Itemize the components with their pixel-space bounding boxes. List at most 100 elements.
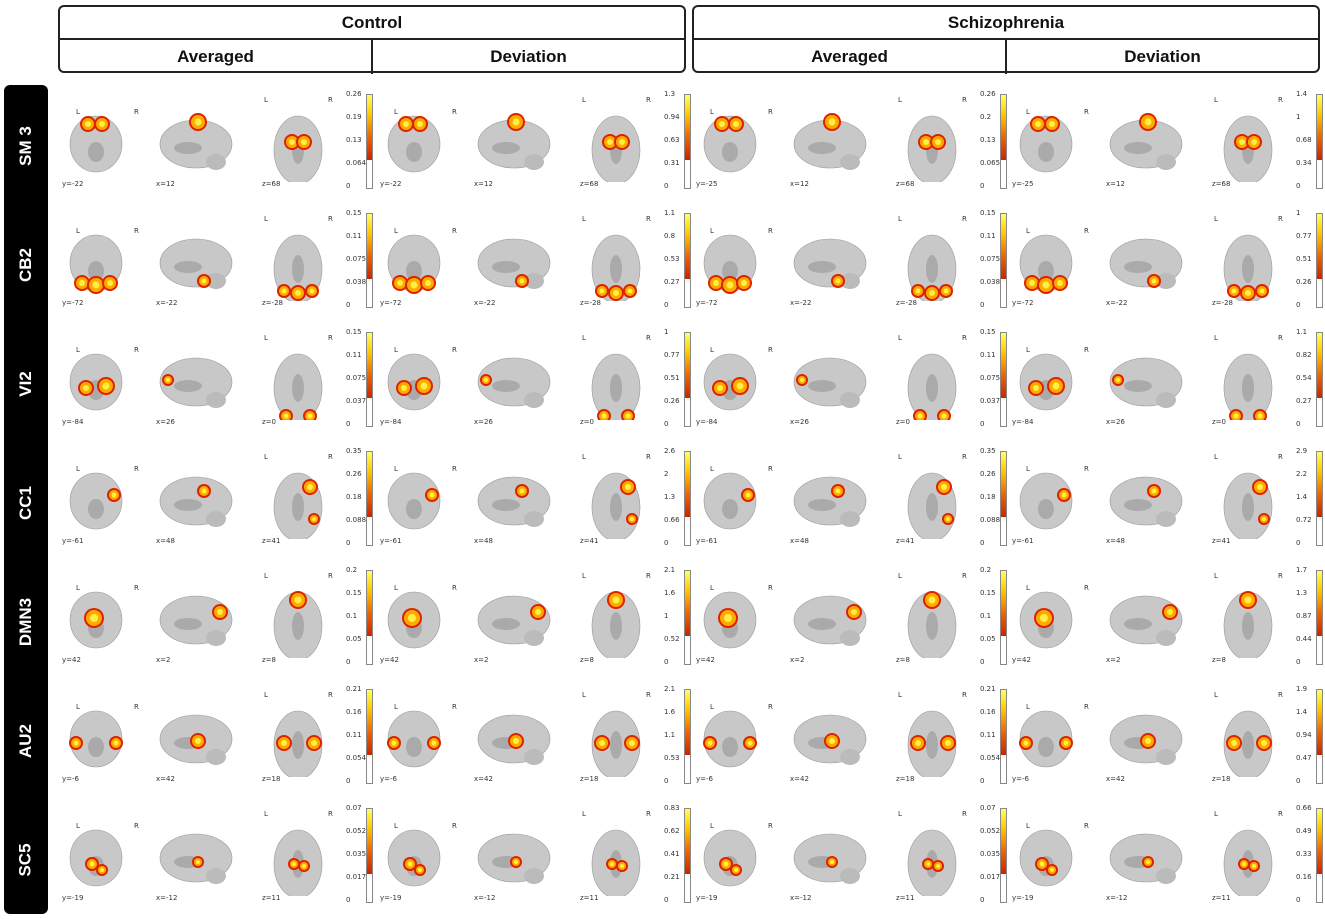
brain-slice-coronal: [387, 353, 441, 411]
colorbar-tick: 0.037: [346, 397, 367, 405]
orientation-left: L: [264, 810, 268, 818]
colorbar-tick: 0.1: [980, 612, 992, 620]
colorbar: [366, 689, 373, 784]
colorbar-tick: 0.052: [346, 827, 367, 835]
colorbar-tick: 0.13: [980, 136, 996, 144]
orientation-left: L: [1214, 572, 1218, 580]
colorbar: [366, 451, 373, 546]
colorbar-tick: 0: [980, 420, 985, 428]
orientation-right: R: [134, 346, 139, 354]
slice-coordinate: y=-25: [1012, 180, 1034, 188]
brain-slice-axial: [591, 472, 641, 539]
orientation-right: R: [768, 703, 773, 711]
colorbar-tick: 0.27: [664, 278, 680, 286]
colorbar-tick: 1.4: [1296, 708, 1308, 716]
slice-coordinate: z=68: [580, 180, 599, 188]
brain-slice-axial: [1223, 829, 1273, 896]
slice-coordinate: y=-72: [62, 299, 84, 307]
colorbar-tick: 1.3: [664, 90, 676, 98]
orientation-left: L: [582, 215, 586, 223]
colorbar-tick: 0: [980, 658, 985, 666]
orientation-left: L: [264, 453, 268, 461]
colorbar-tick: 0.16: [980, 708, 996, 716]
orientation-right: R: [962, 691, 967, 699]
brain-slice-sagittal: [1109, 476, 1183, 527]
slice-coordinate: z=68: [262, 180, 281, 188]
colorbar-tick: 0.77: [1296, 232, 1312, 240]
orientation-right: R: [962, 96, 967, 104]
row-label-bar: [4, 85, 48, 914]
colorbar-tick: 1.4: [1296, 90, 1308, 98]
colorbar-tick: 0.18: [346, 493, 362, 501]
brain-slice-sagittal: [159, 113, 233, 170]
colorbar-tick: 0: [1296, 420, 1301, 428]
orientation-right: R: [134, 822, 139, 830]
colorbar-tick: 0: [346, 896, 351, 904]
colorbar-tick: 0.054: [980, 754, 1001, 762]
colorbar-tick: 0.18: [980, 493, 996, 501]
colorbar-tick: 2: [664, 470, 669, 478]
slice-coordinate: y=-84: [1012, 418, 1034, 426]
orientation-left: L: [264, 691, 268, 699]
colorbar-tick: 0: [1296, 658, 1301, 666]
orientation-right: R: [962, 334, 967, 342]
colorbar: [1000, 332, 1007, 427]
brain-slice-sagittal: [477, 595, 551, 646]
slice-coordinate: x=48: [790, 537, 809, 545]
orientation-right: R: [452, 465, 457, 473]
slice-coordinate: y=-61: [62, 537, 84, 545]
brain-slice-coronal: [1019, 234, 1073, 294]
slice-coordinate: x=2: [156, 656, 171, 664]
slice-coordinate: z=-28: [896, 299, 917, 307]
slice-coordinate: y=-61: [696, 537, 718, 545]
colorbar: [366, 94, 373, 189]
orientation-right: R: [1084, 584, 1089, 592]
orientation-right: R: [646, 810, 651, 818]
slice-coordinate: z=8: [1212, 656, 1226, 664]
colorbar-tick: 0.07: [980, 804, 996, 812]
colorbar-tick: 0.44: [1296, 635, 1312, 643]
orientation-left: L: [582, 453, 586, 461]
colorbar: [1316, 332, 1323, 427]
brain-slice-coronal: [69, 353, 123, 411]
orientation-right: R: [452, 584, 457, 592]
slice-coordinate: y=-19: [62, 894, 84, 902]
colorbar-tick: 0: [664, 658, 669, 666]
colorbar-tick: 0.8: [664, 232, 676, 240]
orientation-right: R: [452, 227, 457, 235]
colorbar: [1316, 808, 1323, 903]
brain-slice-axial: [591, 591, 641, 658]
colorbar: [1000, 689, 1007, 784]
colorbar-tick: 0.31: [664, 159, 680, 167]
slice-coordinate: y=-19: [696, 894, 718, 902]
colorbar-tick: 0.052: [980, 827, 1001, 835]
colorbar: [684, 689, 691, 784]
brain-slice-axial: [907, 829, 957, 896]
colorbar-tick: 0.075: [980, 255, 1001, 263]
orientation-left: L: [710, 346, 714, 354]
colorbar-tick: 0.94: [664, 113, 680, 121]
brain-slice-coronal: [1019, 353, 1073, 411]
slice-coordinate: x=-22: [790, 299, 812, 307]
slice-coordinate: y=-72: [1012, 299, 1034, 307]
slice-coordinate: y=-6: [696, 775, 713, 783]
colorbar-tick: 1.4: [1296, 493, 1308, 501]
colorbar-tick: 0: [346, 777, 351, 785]
subheader-sz-deviation: Deviation: [1005, 40, 1318, 74]
colorbar-tick: 0.63: [664, 136, 680, 144]
colorbar-tick: 2.9: [1296, 447, 1308, 455]
slice-coordinate: x=48: [474, 537, 493, 545]
orientation-right: R: [134, 703, 139, 711]
orientation-left: L: [898, 691, 902, 699]
orientation-left: L: [1214, 453, 1218, 461]
colorbar: [684, 570, 691, 665]
brain-slice-sagittal: [793, 113, 867, 170]
slice-coordinate: y=42: [696, 656, 715, 664]
brain-slice-axial: [907, 591, 957, 658]
